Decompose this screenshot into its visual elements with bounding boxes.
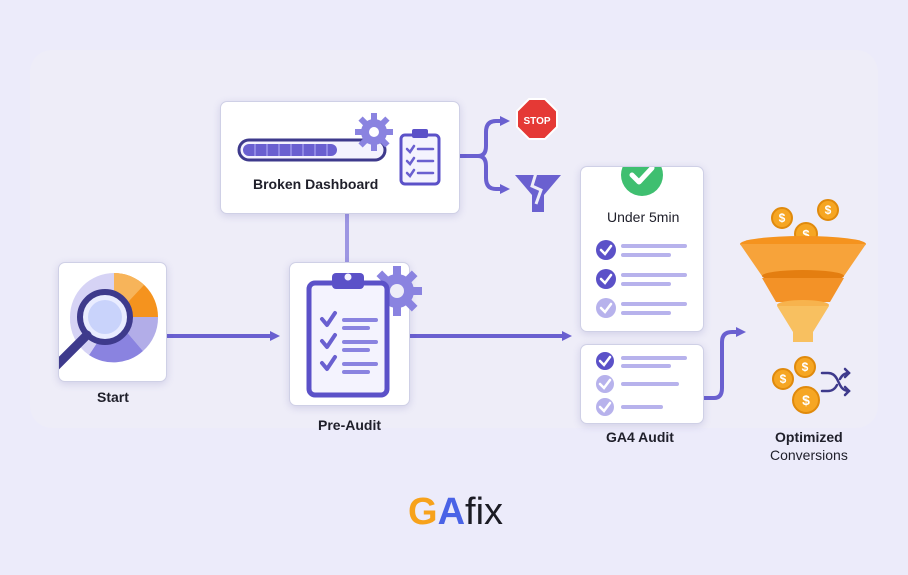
logo-letter-g: G bbox=[408, 491, 438, 533]
optimized-label-line2: Conversions bbox=[770, 447, 848, 463]
ga4-audit-label: GA4 Audit bbox=[606, 429, 674, 445]
gear-icon bbox=[355, 113, 393, 151]
logo-word-fix: fix bbox=[465, 491, 504, 533]
broken-dashboard-card[interactable]: Broken Dashboard bbox=[220, 101, 460, 214]
start-card[interactable] bbox=[49, 262, 167, 382]
logo-letter-a: A bbox=[437, 491, 466, 533]
ga4-audit-card[interactable] bbox=[580, 344, 704, 424]
pre-audit-label: Pre-Audit bbox=[318, 417, 381, 433]
checklist-icon bbox=[596, 352, 687, 416]
under-5min-card[interactable]: Under 5min bbox=[580, 166, 704, 332]
under-5min-label: Under 5min bbox=[607, 209, 680, 225]
gafix-logo: GAfix bbox=[408, 493, 503, 531]
clipboard-checklist-icon bbox=[306, 266, 422, 398]
clipboard-icon bbox=[399, 129, 441, 186]
broken-dashboard-label: Broken Dashboard bbox=[253, 176, 379, 192]
start-label: Start bbox=[97, 389, 129, 405]
dashboard-progress-icon bbox=[237, 113, 441, 186]
optimized-label-line1: Optimized bbox=[775, 429, 843, 445]
branch-dashboard-down bbox=[477, 154, 510, 194]
analytics-search-icon bbox=[49, 273, 159, 373]
check-circle-icon bbox=[621, 167, 663, 196]
pre-audit-card[interactable] bbox=[289, 262, 422, 406]
branch-dashboard bbox=[459, 116, 510, 158]
checklist-icon bbox=[596, 167, 687, 318]
arrow-ga4-to-funnel bbox=[703, 327, 746, 400]
